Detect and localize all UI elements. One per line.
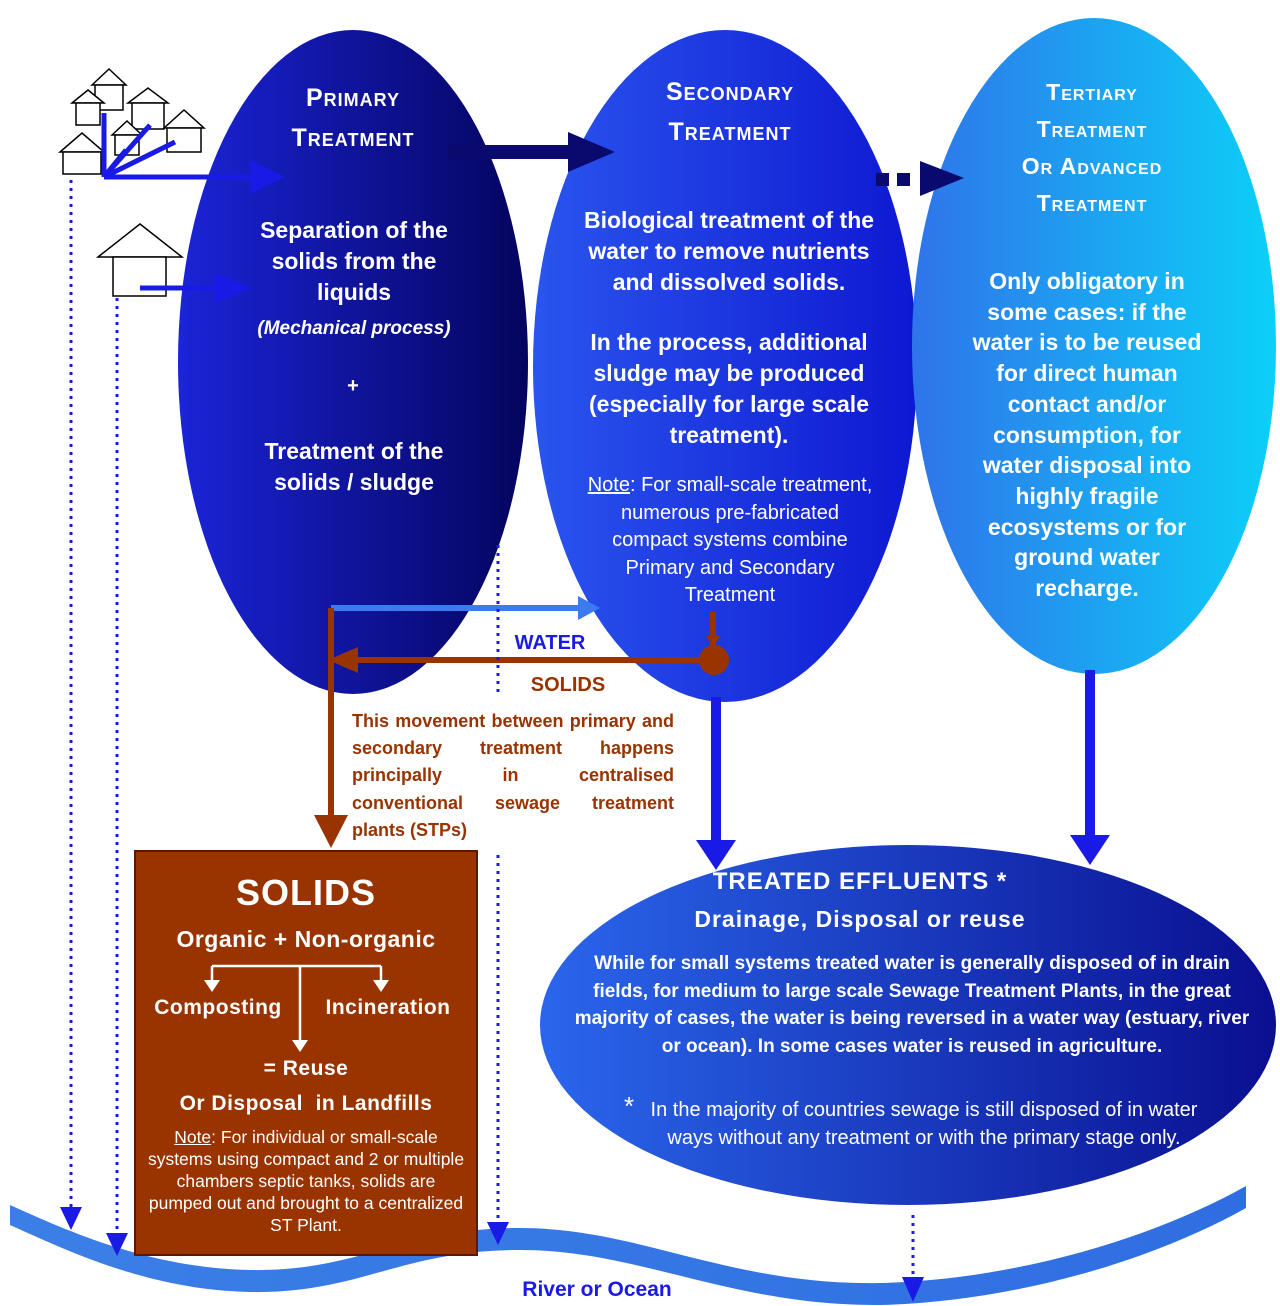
tertiary-title-line3: Or Advanced [1021,153,1163,179]
river-shape [10,1186,1246,1306]
tertiary-treatment-ellipse [912,18,1276,674]
houses-cluster-icon [57,67,206,175]
effluents-subtitle: Drainage, Disposal or reuse [694,906,1026,932]
secondary-note-label: Note [587,474,630,496]
incineration-label: Incineration [325,996,451,1019]
solids-flow-heads [314,636,720,848]
composting-label: Composting [154,996,282,1019]
primary-process: (Mechanical process) [257,318,451,339]
houses-arrowheads [215,160,285,303]
effluents-footnote: In the majority of countries sewage is s… [650,1099,1198,1149]
solids-note-text: : For individual or small-scale systems … [147,1127,465,1235]
water-label: WATER [514,632,586,654]
secondary-to-effluent-arrow [696,697,736,870]
tertiary-title-line2: Treatment [1036,116,1148,142]
disposal-label: Or Disposal in Landfills [179,1092,433,1115]
secondary-description: Biological treatment of the water to rem… [583,207,875,295]
river-label: River or Ocean [522,1278,672,1301]
tertiary-title-line4: Treatment [1036,190,1148,216]
secondary-title-line2: Treatment [668,118,792,146]
solids-box-subtitle: Organic + Non-organic [176,926,436,952]
primary-to-secondary-arrow [448,132,615,172]
dotted-drain-lines [69,180,915,1276]
solids-label: SOLIDS [530,674,606,696]
movement-note: This movement between primary and second… [348,706,678,844]
secondary-title-line1: Secondary [665,78,794,106]
effluents-title: TREATED EFFLUENTS * [712,868,1008,895]
secondary-to-tertiary-arrow [876,161,964,196]
tertiary-title-line1: Tertiary [1046,79,1138,105]
primary-description: Separation of the solids from the liquid… [260,217,448,305]
solids-box-title: SOLIDS [235,872,376,913]
primary-plus: + [347,375,359,397]
dotted-drain-arrowheads [60,1207,924,1302]
primary-sludge-text: Treatment of the solids / sludge [264,438,444,495]
reuse-label: = Reuse [263,1057,349,1080]
primary-treatment-ellipse [178,30,528,694]
solids-branch-arrowheads [204,980,389,1052]
treated-effluents-ellipse [540,845,1276,1205]
water-flow-arrow [331,596,600,620]
primary-title-line1: Primary [305,84,400,112]
effluents-description: While for small systems treated water is… [574,953,1250,1057]
solids-junction-dot [699,645,729,675]
tertiary-to-effluent-arrow [1070,670,1110,865]
secondary-treatment-ellipse [533,30,917,702]
tertiary-description: Only obligatory in some cases: if the wa… [972,268,1202,602]
solids-branch-lines [210,964,383,1042]
houses-pipes [101,113,255,291]
solids-note-label: Note [174,1127,212,1147]
single-house-icon [95,223,185,297]
solids-box-note: Note: For individual or small-scale syst… [143,1126,469,1236]
secondary-sludge-note: In the process, additional sludge may be… [589,329,869,448]
secondary-note-text: : For small-scale treatment, numerous pr… [612,474,873,606]
solids-box [134,850,478,1256]
effluents-footnote-star: * [623,1091,635,1121]
primary-title-line2: Treatment [291,124,415,152]
secondary-note: Note: For small-scale treatment, numerou… [586,472,874,610]
